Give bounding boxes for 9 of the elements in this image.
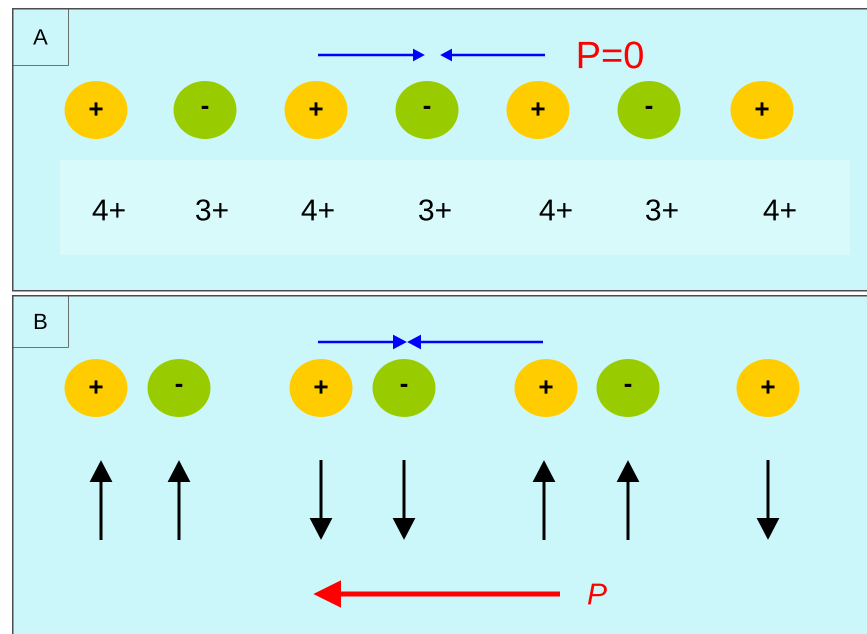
ion-charge-label: 4+ (540, 200, 572, 220)
ion-charge-label: 4+ (92, 200, 125, 220)
ion-charge-label: 3+ (196, 199, 228, 221)
polarization-label: P (588, 584, 607, 604)
ion-charge-label: 4+ (764, 200, 796, 220)
ion-charge-label: 3+ (419, 199, 451, 221)
ion-charge-label: 4+ (302, 200, 334, 220)
ion-charge-label: 3+ (646, 199, 678, 221)
value-label: P=0 (578, 42, 643, 68)
